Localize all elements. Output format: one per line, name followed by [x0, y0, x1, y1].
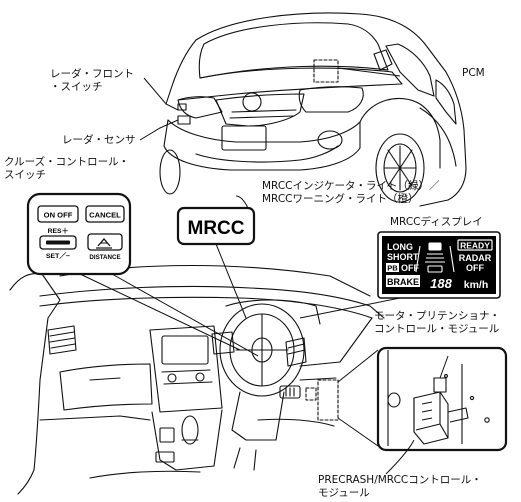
motor-pretensioner-label-line1: モータ・プリテンショナ・ — [374, 310, 500, 322]
leader-lines — [79, 67, 449, 475]
module-detail-callout — [376, 346, 508, 452]
dashboard-illustration — [9, 264, 385, 495]
precrash-module-label-line1: PRECRASH/MRCCコントロール・ — [318, 474, 482, 486]
distance-label: DISTANCE — [89, 254, 120, 261]
motor-pretensioner-module-label: モータ・プリテンショナ・ コントロール・モジュール — [374, 310, 500, 336]
res-label: RES＋ — [48, 227, 69, 235]
display-speed-digits: 188 — [430, 276, 452, 291]
radar-sensor-label: レーダ・センサ — [62, 134, 136, 146]
cruise-control-switch-label-line1: クルーズ・コントロール・ — [4, 156, 130, 168]
cruise-control-switch-label: クルーズ・コントロール・ スイッチ — [4, 156, 129, 182]
pcm-label: PCM — [462, 67, 485, 79]
display-long: LONG — [387, 242, 413, 252]
radar-front-switch-label: レーダ・フロント ・スイッチ — [50, 68, 134, 94]
mrcc-badge-text: MRCC — [188, 218, 245, 239]
cruise-control-switch-label-line2: スイッチ — [4, 169, 46, 181]
radar-front-switch-label-line2: ・スイッチ — [50, 81, 103, 93]
mrcc-indicator-label-line2: MRCCワーニング・ライト（橙） — [262, 193, 419, 205]
distance-icon — [96, 238, 112, 249]
set-label: SET／− — [46, 252, 70, 260]
radar-front-switch-label-line1: レーダ・フロント — [50, 68, 134, 80]
display-short: SHORT — [387, 252, 419, 262]
cruise-control-switch-callout: ON OFF CANCEL RES＋ SET／− DISTANCE — [26, 192, 132, 276]
mrcc-display-callout: LONG SHORT PB OFF BRAKE READY RADAR OFF … — [377, 231, 501, 299]
motor-pretensioner-label-line2: コントロール・モジュール — [374, 323, 500, 335]
mrcc-indicator-label: MRCCインジケータ・ライト（緑）／ MRCCワーニング・ライト（橙） — [262, 180, 440, 206]
display-ready: READY — [460, 241, 490, 251]
car-illustration — [159, 12, 467, 207]
cancel-button-label: CANCEL — [89, 211, 121, 220]
precrash-mrcc-module-label: PRECRASH/MRCCコントロール・ モジュール — [318, 474, 482, 500]
display-pb-off: OFF — [401, 263, 419, 273]
mrcc-display-label: MRCCディスプレイ — [390, 216, 483, 228]
display-pb: PB — [387, 264, 398, 273]
mrcc-indicator-label-line1: MRCCインジケータ・ライト（緑）／ — [262, 180, 440, 192]
display-unit: km/h — [464, 279, 489, 291]
display-brake: BRAKE — [387, 277, 419, 287]
mrcc-indicator-callout: MRCC — [176, 206, 256, 246]
vehicle-distance-icon — [415, 242, 455, 273]
display-radar-off: OFF — [466, 263, 484, 273]
display-radar: RADAR — [459, 253, 492, 263]
on-off-button-label: ON OFF — [44, 211, 73, 220]
precrash-module-label-line2: モジュール — [318, 487, 370, 499]
